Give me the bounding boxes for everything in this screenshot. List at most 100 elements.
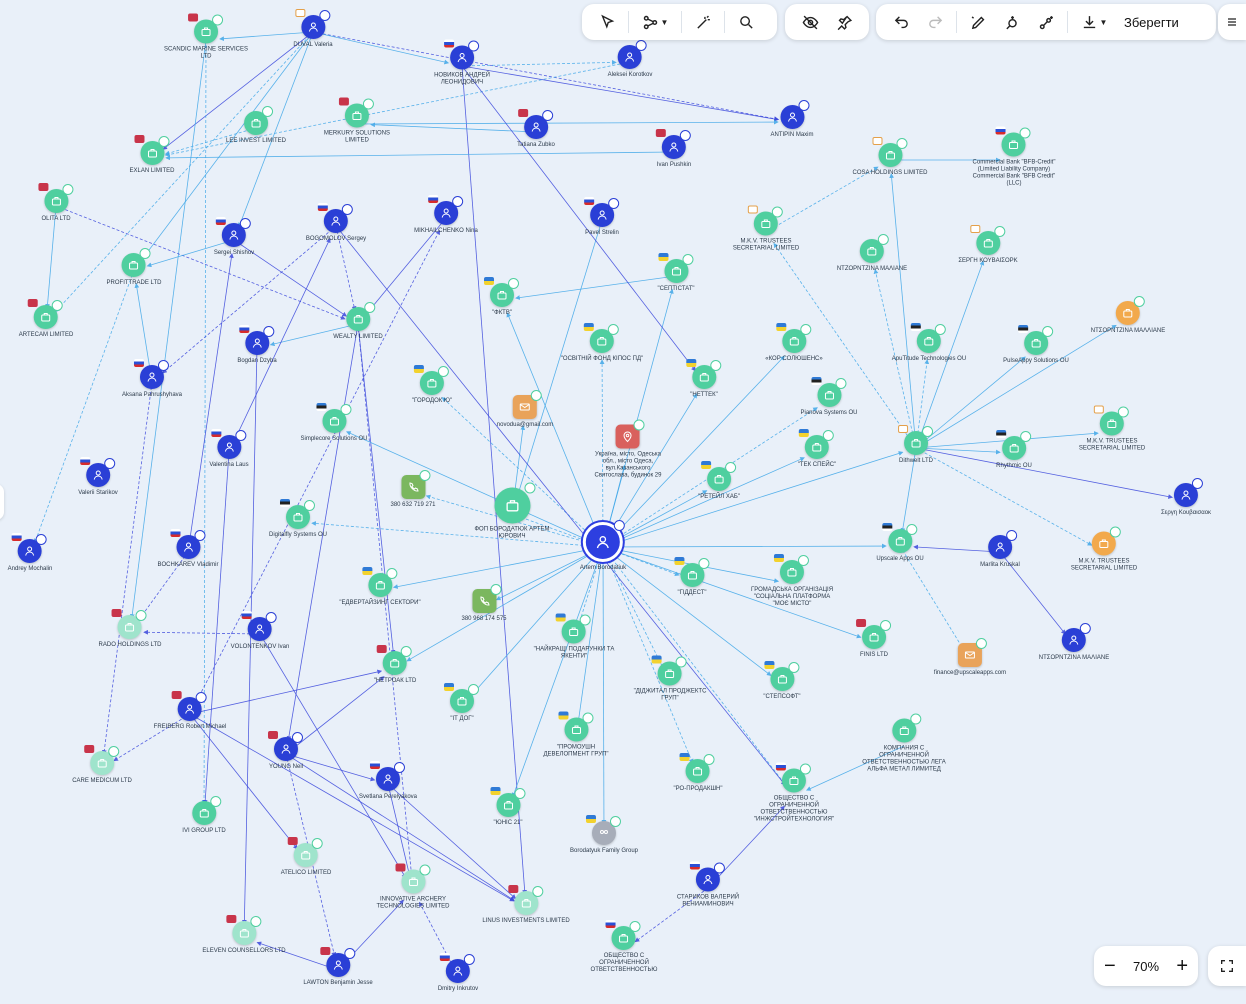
edge[interactable] bbox=[495, 546, 604, 601]
person-icon[interactable] bbox=[295, 9, 330, 39]
graph-node[interactable]: DUVAL Valeria bbox=[293, 9, 333, 49]
graph-node[interactable]: Marlita Kruskal bbox=[980, 530, 1020, 569]
graph-node[interactable]: BOGOMOLOV Sergey bbox=[306, 203, 366, 243]
phone-icon[interactable] bbox=[400, 470, 430, 499]
edge[interactable] bbox=[392, 546, 604, 589]
menu-icon[interactable] bbox=[1218, 4, 1246, 40]
briefcase-icon[interactable] bbox=[493, 482, 535, 524]
graph-node[interactable]: 380 632 719 271 bbox=[390, 470, 436, 509]
add-node-icon[interactable] bbox=[995, 7, 1029, 37]
edge[interactable] bbox=[514, 219, 603, 502]
graph-node[interactable]: "СТЕПСОФТ" bbox=[763, 661, 801, 701]
person-icon[interactable] bbox=[319, 947, 355, 977]
edge[interactable] bbox=[765, 166, 879, 233]
person-icon[interactable] bbox=[133, 359, 169, 389]
edge[interactable] bbox=[189, 669, 383, 715]
edge[interactable] bbox=[164, 127, 257, 156]
edge[interactable] bbox=[915, 324, 1117, 449]
graph-node[interactable]: Upscale Apps OU bbox=[876, 523, 924, 563]
magic-wand-icon[interactable] bbox=[686, 7, 720, 37]
graph-node[interactable]: ОБЩЕСТВО С ОГРАНИЧЕННОЙ ОТВЕТСТВЕННОСТЬЮ… bbox=[754, 762, 834, 824]
briefcase-icon[interactable] bbox=[910, 323, 946, 353]
briefcase-icon[interactable] bbox=[583, 323, 619, 353]
edge[interactable] bbox=[913, 544, 1001, 553]
briefcase-icon[interactable] bbox=[84, 745, 119, 775]
briefcase-icon[interactable] bbox=[377, 645, 412, 675]
briefcase-icon[interactable] bbox=[673, 557, 709, 587]
briefcase-icon[interactable] bbox=[773, 554, 809, 584]
graph-node[interactable]: СТАРИКОВ ВАЛЕРИЙ ВЕНИАМИНОВИЧ bbox=[677, 861, 739, 909]
graph-node[interactable]: Pianova Systems OU bbox=[800, 377, 858, 417]
edge[interactable] bbox=[915, 447, 1174, 499]
graph-node[interactable]: "ДІДЖИТАЛ ПРОДЖЕКТС ГРУП" bbox=[634, 655, 706, 703]
edge[interactable] bbox=[346, 431, 604, 548]
graph-node[interactable]: FINIS LTD bbox=[855, 619, 891, 659]
briefcase-icon[interactable] bbox=[556, 613, 591, 644]
add-relation-icon[interactable] bbox=[1029, 7, 1063, 37]
edge[interactable] bbox=[366, 217, 447, 314]
graph-node[interactable]: "ОСВІТНІЙ ФОНД КІПОС ПД" bbox=[561, 323, 643, 363]
person-icon[interactable] bbox=[79, 457, 115, 487]
edge[interactable] bbox=[356, 119, 779, 125]
edge[interactable] bbox=[54, 31, 314, 313]
graph-node[interactable]: MIKHAILCHENKO Nina bbox=[414, 195, 478, 235]
briefcase-icon[interactable] bbox=[855, 619, 891, 649]
edge[interactable] bbox=[602, 451, 904, 548]
edge[interactable] bbox=[602, 546, 862, 639]
save-button[interactable]: Зберегти bbox=[1124, 14, 1179, 30]
edge[interactable] bbox=[515, 275, 677, 300]
person-icon[interactable] bbox=[582, 520, 625, 562]
graph-node[interactable]: «КОР СОЛЮШЕНС» bbox=[765, 323, 823, 363]
edge[interactable] bbox=[461, 60, 617, 67]
edge[interactable] bbox=[599, 359, 605, 548]
edge[interactable] bbox=[233, 239, 348, 317]
briefcase-icon[interactable] bbox=[279, 499, 315, 529]
graph-node[interactable]: ФОП БОРОДАТЮК АРТЕМ ЮРОВИЧ bbox=[474, 482, 550, 541]
graph-node[interactable]: "ЮНІС 21" bbox=[490, 787, 525, 827]
pointer-icon[interactable] bbox=[590, 7, 624, 37]
briefcase-icon[interactable] bbox=[651, 655, 687, 686]
graph-node[interactable]: VOLONTENKOV Ivan bbox=[231, 611, 289, 651]
edge[interactable] bbox=[285, 753, 515, 901]
graph-node[interactable]: Svetlana Perelyakova bbox=[359, 761, 417, 801]
graph-node[interactable]: "ГОРОДОК Ю" bbox=[412, 365, 452, 405]
edge[interactable] bbox=[387, 783, 412, 878]
edge[interactable] bbox=[162, 31, 314, 150]
edge[interactable] bbox=[55, 205, 346, 320]
graph-node[interactable]: Bogdan Dzyba bbox=[237, 325, 277, 365]
person-icon[interactable] bbox=[779, 100, 809, 129]
person-icon[interactable] bbox=[440, 953, 475, 983]
briefcase-icon[interactable] bbox=[776, 323, 811, 353]
graph-node[interactable]: Simplecore Solutions OU bbox=[300, 403, 368, 443]
graph-node[interactable]: ΣΕΡΓΗ ΚΟΥΒΑΙΣΟΡΚ bbox=[958, 225, 1018, 265]
briefcase-icon[interactable] bbox=[121, 248, 151, 277]
edge[interactable] bbox=[602, 546, 772, 676]
edge[interactable] bbox=[286, 323, 359, 741]
briefcase-icon[interactable] bbox=[657, 253, 693, 283]
graph-node[interactable]: Rhythmic OU bbox=[995, 430, 1032, 470]
edge[interactable] bbox=[189, 713, 298, 850]
briefcase-icon[interactable] bbox=[859, 234, 889, 263]
edge[interactable] bbox=[915, 447, 1001, 455]
briefcase-icon[interactable] bbox=[345, 302, 375, 331]
briefcase-icon[interactable] bbox=[316, 403, 351, 433]
graph-node[interactable]: ΝΤΣΟΡΝΤΖΙΝΑ ΜΑΛΛΙΑΝΕ bbox=[1091, 296, 1165, 335]
edge[interactable] bbox=[889, 173, 917, 449]
briefcase-icon[interactable] bbox=[558, 711, 593, 742]
graph-node[interactable]: INNOVATIVE ARCHERY TECHNOLOGIES LIMITED bbox=[376, 863, 450, 911]
graph-node[interactable]: M.K.V. TRUSTEES SECRETARIAL LIMITED bbox=[1079, 405, 1145, 453]
graph-node[interactable]: ANTIPIN Maxim bbox=[770, 100, 814, 139]
graph-node[interactable]: ΝΤΣΟΡΝΤΖΙΝΑ ΜΑΛΙΑΝΕ bbox=[1039, 623, 1109, 662]
pin-icon[interactable] bbox=[827, 7, 861, 37]
graph-node[interactable]: LINUS INVESTMENTS LIMITED bbox=[482, 885, 570, 925]
briefcase-icon[interactable] bbox=[338, 97, 374, 128]
briefcase-icon[interactable] bbox=[995, 126, 1031, 157]
edge[interactable] bbox=[370, 122, 537, 133]
graph-node[interactable]: 380 968 174 575 bbox=[461, 584, 507, 623]
graph-node[interactable]: Σεργη Κουβαισαοκ bbox=[1161, 478, 1211, 517]
graph-node[interactable]: CARE MEDICUM LTD bbox=[72, 745, 132, 785]
graph-node[interactable]: RADO HOLDINGS LTD bbox=[99, 609, 161, 649]
person-icon[interactable] bbox=[242, 611, 277, 641]
edge[interactable] bbox=[143, 629, 261, 635]
